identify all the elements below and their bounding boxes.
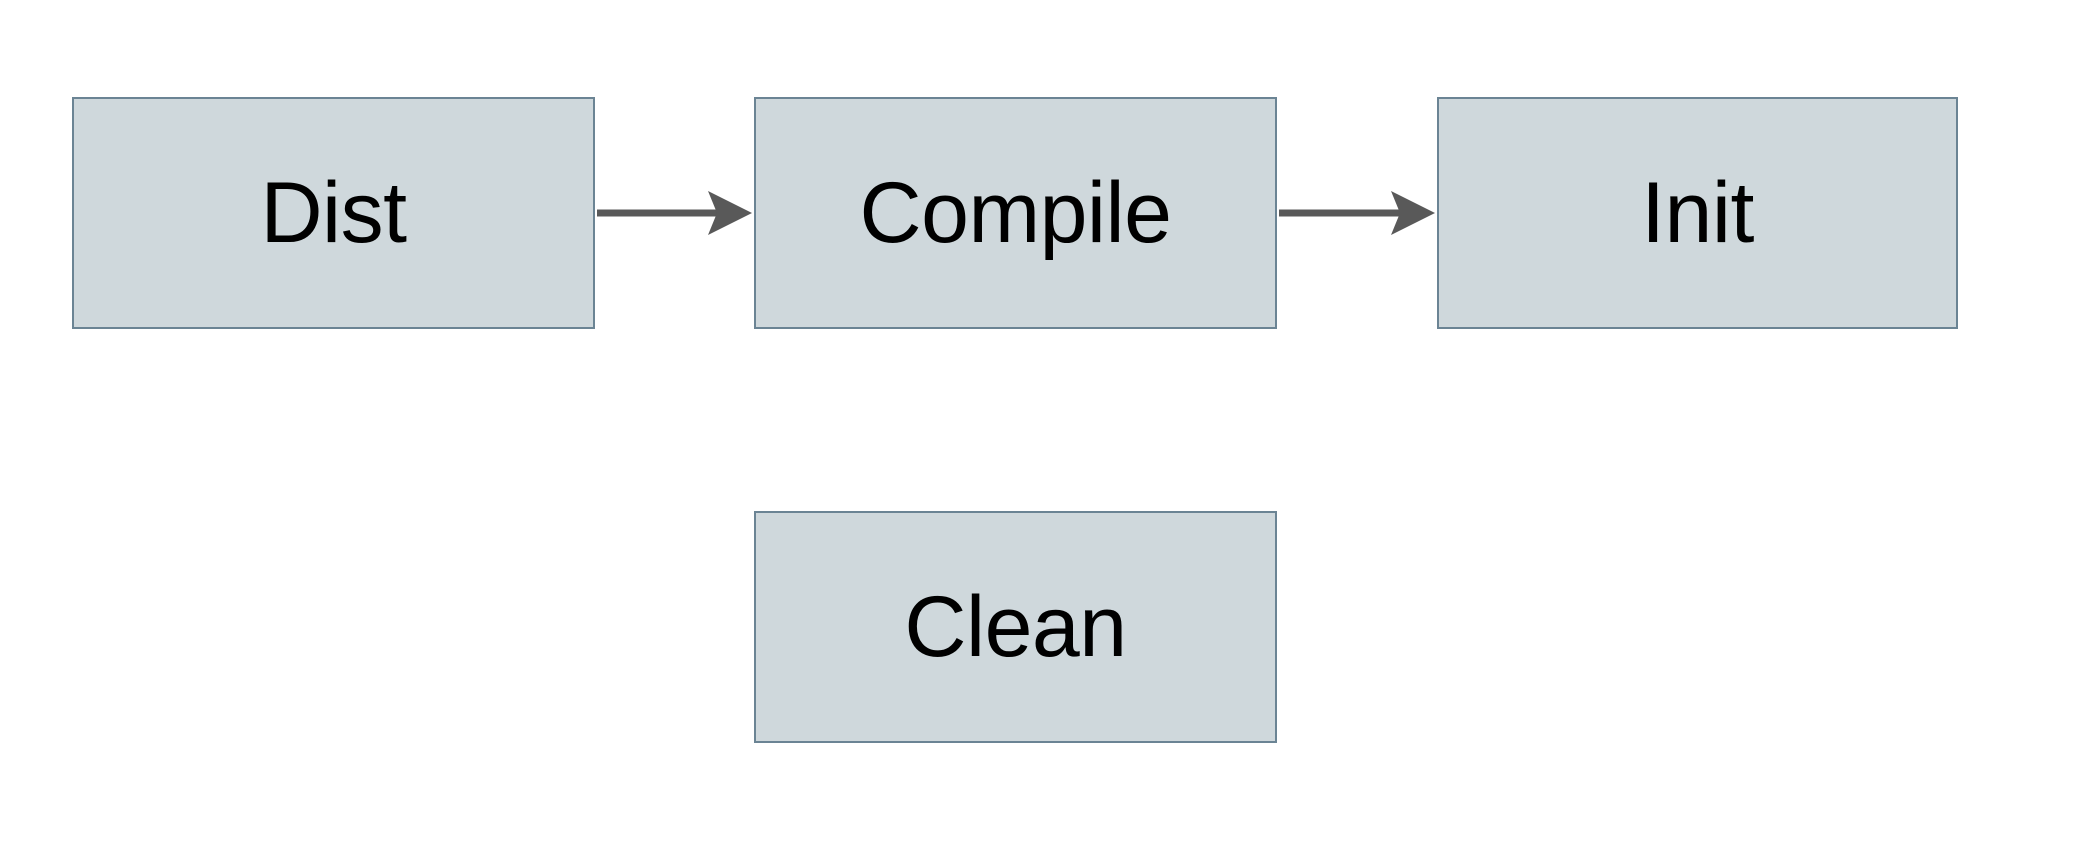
node-clean[interactable]: Clean (754, 511, 1277, 743)
node-compile-label: Compile (859, 165, 1172, 261)
node-clean-label: Clean (904, 579, 1127, 675)
edge-compile-to-init[interactable] (1279, 191, 1435, 235)
node-dist-label: Dist (260, 165, 407, 261)
node-dist[interactable]: Dist (72, 97, 595, 329)
node-compile[interactable]: Compile (754, 97, 1277, 329)
edge-compile-to-init-arrowhead (1391, 191, 1435, 235)
edge-dist-to-compile[interactable] (597, 191, 752, 235)
node-init-label: Init (1641, 165, 1754, 261)
edge-dist-to-compile-arrowhead (708, 191, 752, 235)
node-init[interactable]: Init (1437, 97, 1958, 329)
